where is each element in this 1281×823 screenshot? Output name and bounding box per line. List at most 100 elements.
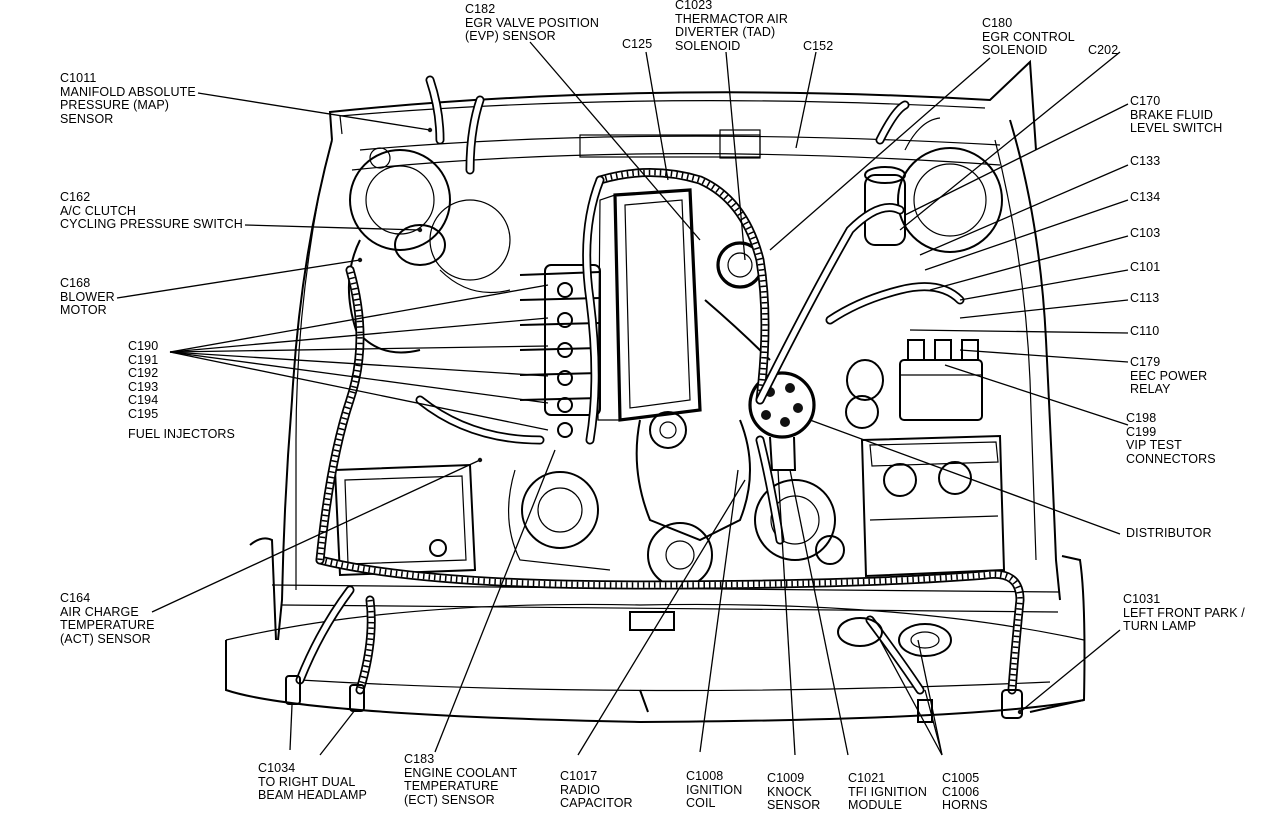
blower-motor-drawing <box>347 147 511 354</box>
label-line: MANIFOLD ABSOLUTE <box>60 84 196 99</box>
label-line: EEC POWER <box>1130 368 1208 383</box>
label-c1005-c1006: C1005 C1006 HORNS <box>942 771 988 813</box>
label-line: LEFT FRONT PARK / <box>1123 605 1245 620</box>
label-c125: C125 <box>622 37 653 52</box>
label-line: (ECT) SENSOR <box>404 792 495 807</box>
label-line: SOLENOID <box>675 38 741 53</box>
label-line: RELAY <box>1130 382 1171 396</box>
label-line: C1034 <box>258 761 296 775</box>
label-line: MOTOR <box>60 303 107 317</box>
label-c170: C170 BRAKE FLUID LEVEL SWITCH <box>1130 94 1223 136</box>
label-line: SOLENOID <box>982 43 1048 57</box>
label-line: C110 <box>1130 324 1160 338</box>
label-line: FUEL INJECTORS <box>128 427 235 441</box>
label-fuel-injectors: FUEL INJECTORS <box>128 427 235 442</box>
label-line: BRAKE FLUID <box>1130 107 1214 122</box>
label-c1021: C1021 TFI IGNITION MODULE <box>848 771 927 813</box>
label-c198-c199: C198 C199 VIP TEST CONNECTORS <box>1126 411 1216 466</box>
vehicle-body-outline <box>225 59 1086 724</box>
label-line: C1011 <box>60 71 97 85</box>
label-line: SENSOR <box>767 798 821 812</box>
label-line: C179 <box>1130 355 1161 369</box>
label-line: C168 <box>60 276 91 290</box>
label-c202: C202 <box>1088 43 1118 58</box>
label-line: HORNS <box>942 798 988 812</box>
label-line: C192 <box>128 366 159 380</box>
front-components <box>285 611 1023 723</box>
label-line: EGR VALVE POSITION <box>465 15 600 30</box>
label-line: C182 <box>465 2 496 16</box>
relay-box-drawing <box>845 339 983 429</box>
battery-drawing <box>860 434 1006 578</box>
label-line: A/C CLUTCH <box>60 203 137 218</box>
label-line: LEVEL SWITCH <box>1130 121 1223 135</box>
label-line: C1005 <box>942 771 980 785</box>
label-line: RADIO <box>560 782 601 797</box>
label-line: (EVP) SENSOR <box>465 29 556 43</box>
label-line: C1023 <box>675 0 713 12</box>
label-c179: C179 EEC POWER RELAY <box>1130 355 1208 397</box>
label-line: C191 <box>128 352 159 367</box>
label-line: C199 <box>1126 424 1157 439</box>
label-line: TFI IGNITION <box>848 784 927 799</box>
label-c134: C134 <box>1130 190 1161 205</box>
label-line: C101 <box>1130 260 1161 274</box>
label-line: DIVERTER (TAD) <box>675 25 776 39</box>
label-c182: C182 EGR VALVE POSITION (EVP) SENSOR <box>465 2 600 44</box>
label-line: VIP TEST <box>1126 438 1182 452</box>
label-c103: C103 <box>1130 226 1160 241</box>
label-line: SENSOR <box>60 111 114 126</box>
label-line: TO RIGHT DUAL <box>258 774 356 789</box>
label-line: EGR CONTROL <box>982 29 1075 44</box>
label-c113: C113 <box>1130 291 1160 306</box>
label-line: TURN LAMP <box>1123 619 1197 633</box>
label-line: (ACT) SENSOR <box>60 631 151 646</box>
label-c1008: C1008 IGNITION COIL <box>686 769 743 811</box>
label-c1009: C1009 KNOCK SENSOR <box>767 771 821 813</box>
label-line: C133 <box>1130 154 1161 168</box>
engine-front-drawing <box>508 411 845 588</box>
label-c1031: C1031 LEFT FRONT PARK / TURN LAMP <box>1123 592 1245 634</box>
label-line: C125 <box>622 37 653 51</box>
distributor-drawing <box>748 371 816 471</box>
brake-master-cylinder-drawing <box>864 117 1003 253</box>
label-line: COIL <box>686 796 716 810</box>
label-line: C170 <box>1130 94 1161 108</box>
label-line: C183 <box>404 752 435 766</box>
label-line: C194 <box>128 393 159 407</box>
label-c110: C110 <box>1130 324 1160 339</box>
firewall <box>351 129 1001 171</box>
label-line: IGNITION <box>686 782 743 797</box>
label-line: MODULE <box>848 798 903 812</box>
label-c190-c195: C190 C191 C192 C193 C194 C195 <box>128 339 159 421</box>
leader-lines <box>116 41 1129 756</box>
label-line: BLOWER <box>60 289 115 304</box>
label-line: C152 <box>803 39 834 53</box>
label-line: PRESSURE (MAP) <box>60 98 170 112</box>
label-c1034: C1034 TO RIGHT DUAL BEAM HEADLAMP <box>258 761 367 803</box>
label-line: C113 <box>1130 291 1160 305</box>
label-line: DISTRIBUTOR <box>1126 526 1212 540</box>
label-line: CAPACITOR <box>560 796 633 810</box>
intake-manifold-drawing <box>519 188 771 438</box>
label-line: KNOCK <box>767 784 812 799</box>
label-line: AIR CHARGE <box>60 604 139 619</box>
label-c183: C183 ENGINE COOLANT TEMPERATURE (ECT) SE… <box>404 752 518 807</box>
label-line: C1006 <box>942 784 980 799</box>
label-line: C193 <box>128 379 159 394</box>
label-line: BEAM HEADLAMP <box>258 788 367 802</box>
label-line: ENGINE COOLANT <box>404 765 518 780</box>
label-line: TEMPERATURE <box>404 779 499 793</box>
label-c162: C162 A/C CLUTCH CYCLING PRESSURE SWITCH <box>60 190 243 232</box>
label-distributor: DISTRIBUTOR <box>1126 526 1212 541</box>
label-line: C164 <box>60 591 91 605</box>
label-c101: C101 <box>1130 260 1161 275</box>
label-line: C1009 <box>767 771 805 785</box>
label-c152: C152 <box>803 39 834 54</box>
wiring-harness <box>295 75 1025 695</box>
label-line: C180 <box>982 16 1013 30</box>
label-line: CYCLING PRESSURE SWITCH <box>60 217 243 231</box>
label-line: C134 <box>1130 190 1161 204</box>
label-c1011: C1011 MANIFOLD ABSOLUTE PRESSURE (MAP) S… <box>60 71 196 126</box>
label-line: C1008 <box>686 769 724 783</box>
